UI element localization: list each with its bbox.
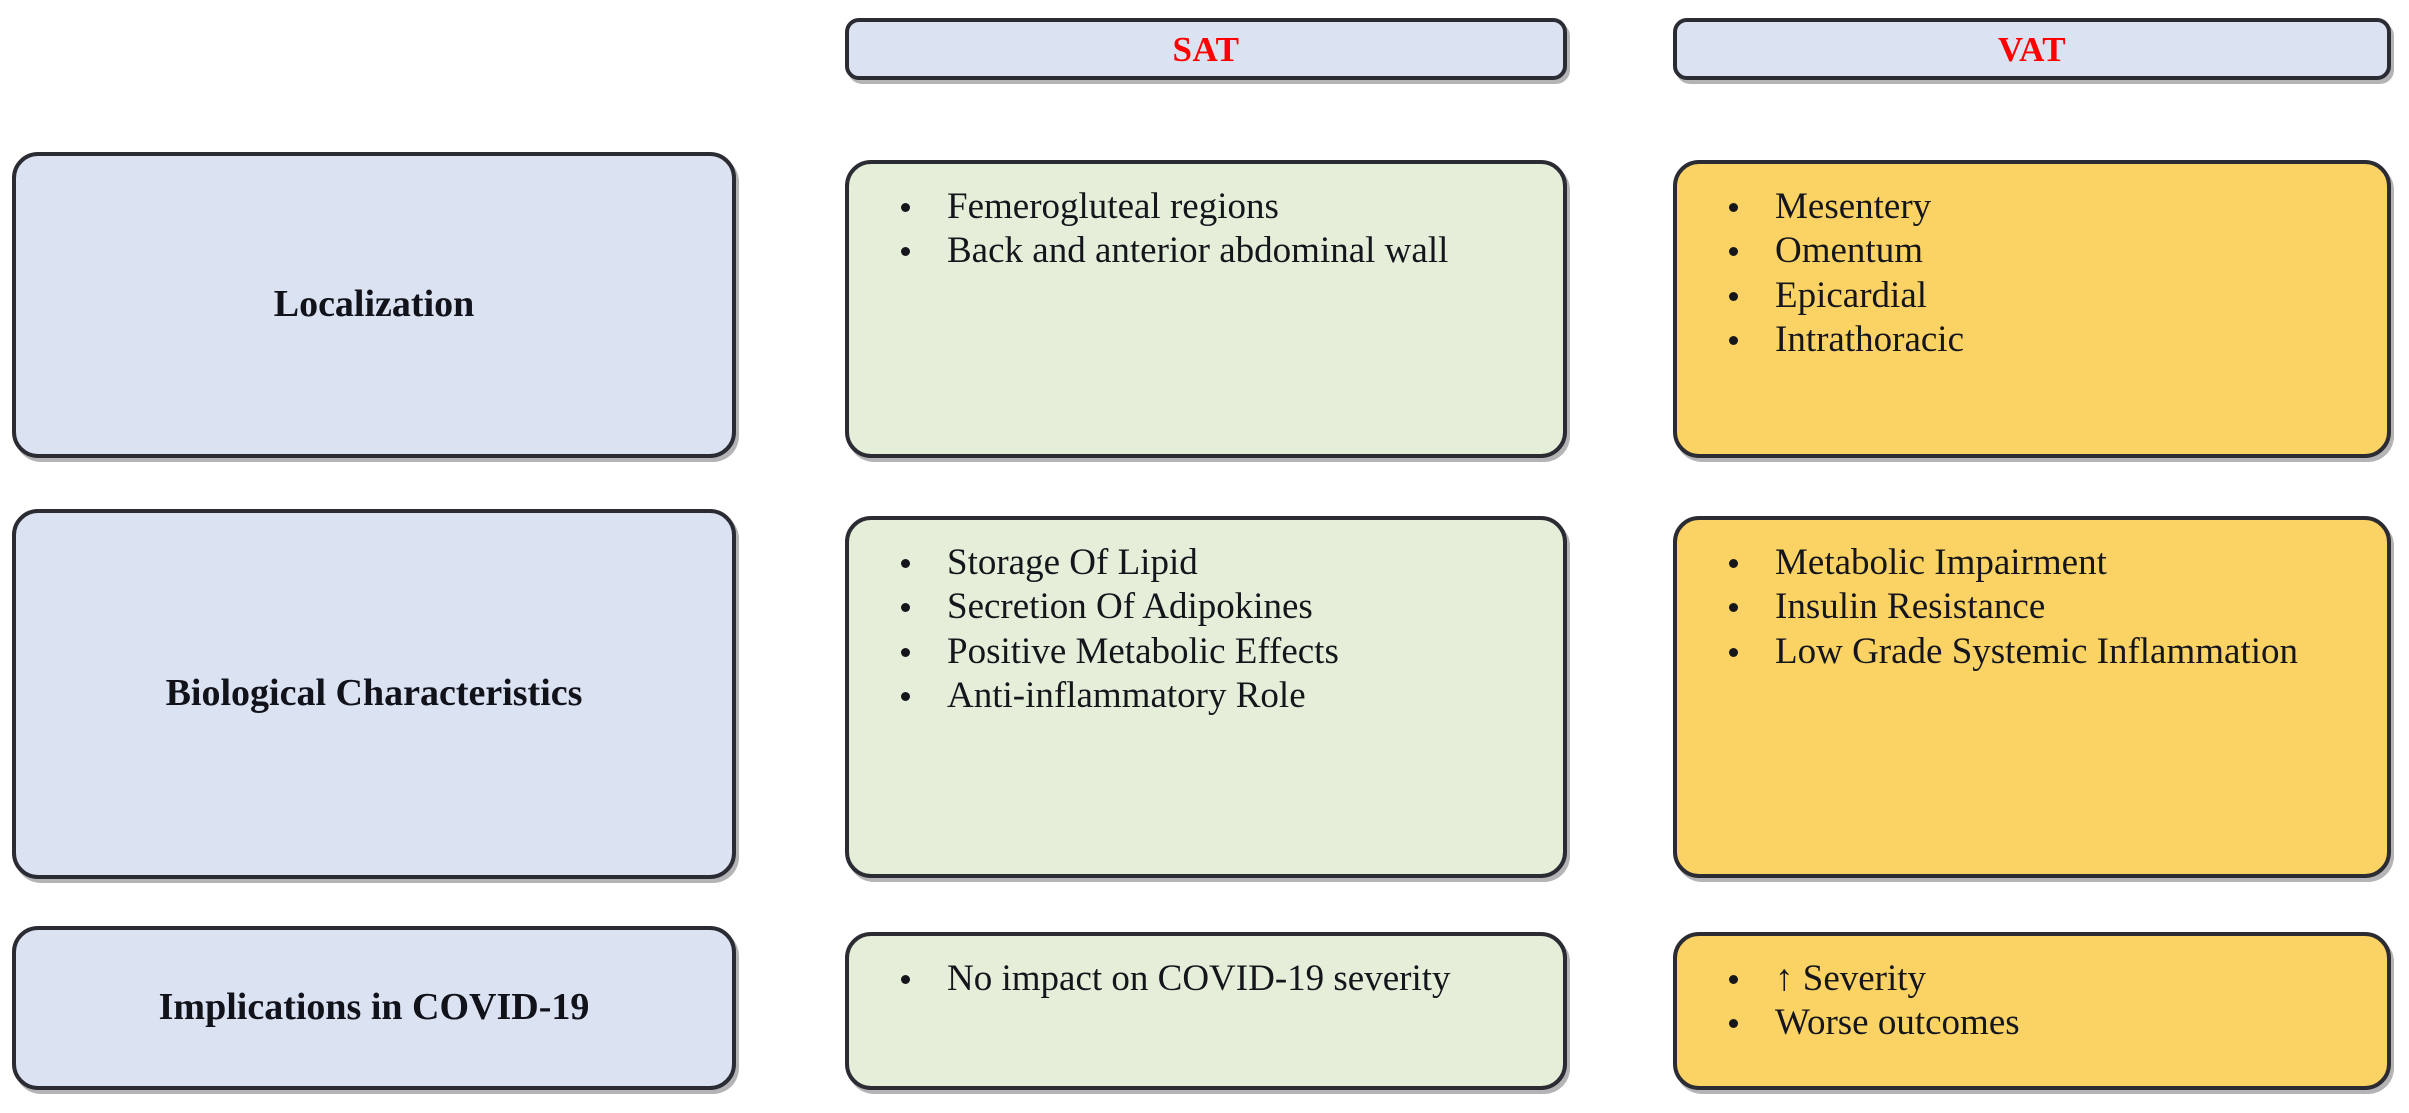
bullet-dot-icon bbox=[901, 247, 910, 257]
list-item: Insulin Resistance bbox=[1703, 586, 2361, 627]
list-item-text: Storage Of Lipid bbox=[947, 542, 1198, 583]
column-header-vat: VAT bbox=[1673, 18, 2391, 80]
bullet-dot-icon bbox=[1729, 336, 1738, 346]
bullet-dot-icon bbox=[901, 603, 910, 613]
bullet-dot-icon bbox=[1729, 647, 1738, 657]
list-item: Secretion Of Adipokines bbox=[875, 586, 1537, 627]
bullet-list: Metabolic Impairment Insulin Resistance … bbox=[1703, 542, 2361, 672]
cell-localization-sat: Femerogluteal regions Back and anterior … bbox=[845, 160, 1567, 458]
bullet-dot-icon bbox=[1729, 975, 1738, 985]
bullet-dot-icon bbox=[1729, 1019, 1738, 1029]
list-item-text: Back and anterior abdominal wall bbox=[947, 230, 1449, 272]
row-label-biological-characteristics: Biological Characteristics bbox=[12, 509, 736, 879]
column-header-sat: SAT bbox=[845, 18, 1567, 80]
list-item: Positive Metabolic Effects bbox=[875, 631, 1537, 672]
bullet-dot-icon bbox=[1729, 559, 1738, 569]
list-item-text: Secretion Of Adipokines bbox=[947, 586, 1313, 628]
list-item: Anti-inflammatory Role bbox=[875, 675, 1537, 716]
list-item: Mesentery bbox=[1703, 186, 2361, 227]
list-item: Storage Of Lipid bbox=[875, 542, 1537, 583]
bullet-dot-icon bbox=[1729, 203, 1738, 213]
bullet-list: Storage Of Lipid Secretion Of Adipokines… bbox=[875, 542, 1537, 717]
list-item-text: Positive Metabolic Effects bbox=[947, 630, 1339, 672]
bullet-list: ↑ Severity Worse outcomes bbox=[1703, 958, 2361, 1044]
bullet-list: Mesentery Omentum Epicardial Intrathorac… bbox=[1703, 186, 2361, 361]
bullet-list: No impact on COVID-19 severity bbox=[875, 958, 1537, 999]
row-label-biological-characteristics-text: Biological Characteristics bbox=[165, 672, 583, 715]
list-item-text: Worse outcomes bbox=[1775, 1002, 2020, 1044]
column-header-vat-label: VAT bbox=[1997, 29, 2067, 69]
list-item: Omentum bbox=[1703, 230, 2361, 271]
list-item-text: Anti-inflammatory Role bbox=[947, 675, 1306, 717]
bullet-dot-icon bbox=[901, 975, 910, 985]
list-item: Femerogluteal regions bbox=[875, 186, 1537, 227]
column-header-sat-label: SAT bbox=[1172, 29, 1240, 69]
list-item: Worse outcomes bbox=[1703, 1002, 2361, 1043]
bullet-dot-icon bbox=[901, 647, 910, 657]
list-item: Epicardial bbox=[1703, 275, 2361, 316]
list-item-text: Epicardial bbox=[1775, 274, 1928, 316]
list-item: Back and anterior abdominal wall bbox=[875, 230, 1537, 271]
list-item: No impact on COVID-19 severity bbox=[875, 958, 1537, 999]
list-item-text: Metabolic Impairment bbox=[1775, 542, 2107, 583]
row-label-implications-in-covid-19: Implications in COVID-19 bbox=[12, 926, 736, 1090]
bullet-dot-icon bbox=[901, 692, 910, 702]
list-item-text: Femerogluteal regions bbox=[947, 186, 1279, 227]
list-item: ↑ Severity bbox=[1703, 958, 2361, 999]
cell-biological-characteristics-vat: Metabolic Impairment Insulin Resistance … bbox=[1673, 516, 2391, 878]
list-item: Intrathoracic bbox=[1703, 319, 2361, 360]
row-label-localization: Localization bbox=[12, 152, 736, 458]
cell-implications-sat: No impact on COVID-19 severity bbox=[845, 932, 1567, 1090]
row-label-localization-text: Localization bbox=[273, 283, 475, 326]
list-item-text: Mesentery bbox=[1775, 186, 1932, 227]
list-item-text: Intrathoracic bbox=[1775, 319, 1964, 361]
bullet-dot-icon bbox=[901, 559, 910, 569]
list-item-text: No impact on COVID-19 severity bbox=[947, 958, 1451, 999]
cell-implications-vat: ↑ Severity Worse outcomes bbox=[1673, 932, 2391, 1090]
bullet-dot-icon bbox=[901, 203, 910, 213]
row-label-implications-in-covid-19-text: Implications in COVID-19 bbox=[158, 986, 590, 1029]
list-item-text: ↑ Severity bbox=[1775, 958, 1927, 999]
list-item: Low Grade Systemic Inflammation bbox=[1703, 631, 2361, 672]
bullet-dot-icon bbox=[1729, 603, 1738, 613]
list-item-text: Omentum bbox=[1775, 230, 1923, 272]
cell-biological-characteristics-sat: Storage Of Lipid Secretion Of Adipokines… bbox=[845, 516, 1567, 878]
list-item: Metabolic Impairment bbox=[1703, 542, 2361, 583]
bullet-dot-icon bbox=[1729, 291, 1738, 301]
list-item-text: Low Grade Systemic Inflammation bbox=[1775, 630, 2299, 672]
cell-localization-vat: Mesentery Omentum Epicardial Intrathorac… bbox=[1673, 160, 2391, 458]
bullet-list: Femerogluteal regions Back and anterior … bbox=[875, 186, 1537, 272]
list-item-text: Insulin Resistance bbox=[1775, 586, 2046, 628]
bullet-dot-icon bbox=[1729, 247, 1738, 257]
